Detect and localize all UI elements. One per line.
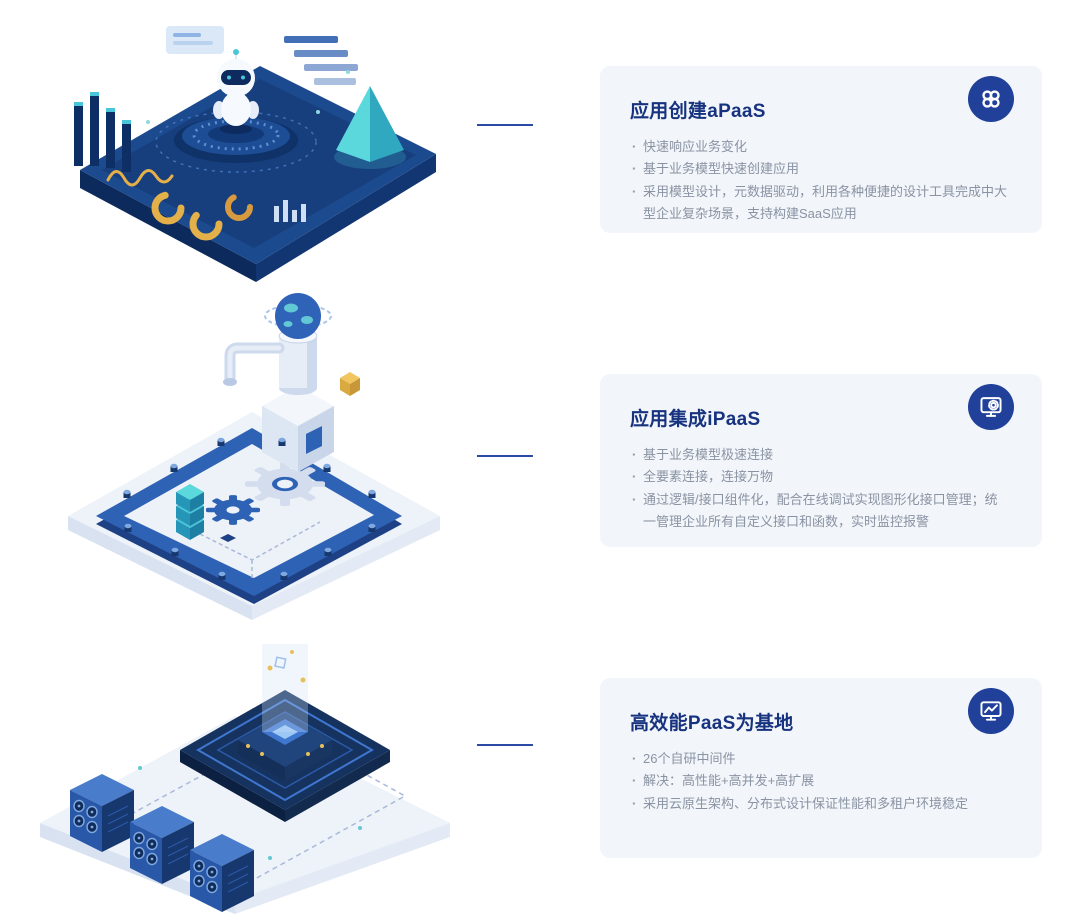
feature-card-apaas: 应用创建aPaaS 快速响应业务变化 基于业务模型快速创建应用 采用模型设计，元… (600, 66, 1042, 233)
bullet-item: 快速响应业务变化 (630, 136, 1008, 159)
bullet-item: 采用云原生架构、分布式设计保证性能和多租户环境稳定 (630, 793, 1008, 816)
pyramid-figure (334, 86, 406, 169)
connector-line-3 (477, 744, 533, 746)
feature-card-paas: 高效能PaaS为基地 26个自研中间件 解决：高性能+高并发+高扩展 采用云原生… (600, 678, 1042, 858)
paas-badge (968, 688, 1014, 734)
bullet-list-ipaas: 基于业务模型极速连接 全要素连接，连接万物 通过逻辑/接口组件化，配合在线调试实… (630, 444, 1008, 533)
bullet-item: 26个自研中间件 (630, 748, 1008, 771)
small-gear (206, 495, 260, 525)
bullet-item: 全要素连接，连接万物 (630, 466, 1008, 489)
connector-line-1 (477, 124, 533, 126)
globe (264, 293, 332, 339)
apaas-illustration-robot-dashboard (74, 26, 436, 282)
card-title-paas: 高效能PaaS为基地 (630, 713, 794, 734)
bullet-item: 基于业务模型快速创建应用 (630, 158, 1008, 181)
large-gear (245, 462, 325, 506)
robot-figure (213, 49, 259, 134)
quad-circles-icon (982, 90, 1000, 108)
monitor-chart-icon (980, 701, 1002, 721)
bullet-item: 通过逻辑/接口组件化，配合在线调试实现图形化接口管理；统一管理企业所有自定义接口… (630, 489, 1008, 534)
connector-line-2 (477, 455, 533, 457)
apaas-badge (968, 76, 1014, 122)
card-title-apaas: 应用创建aPaaS (630, 101, 766, 122)
screen-gear-icon (980, 397, 1002, 417)
bullet-list-apaas: 快速响应业务变化 基于业务模型快速创建应用 采用模型设计，元数据驱动，利用各种便… (630, 136, 1008, 225)
bullet-item: 基于业务模型极速连接 (630, 444, 1008, 467)
paas-illustration-server-platform (40, 644, 450, 914)
bullet-item: 采用模型设计，元数据驱动，利用各种便捷的设计工具完成中大型企业复杂场景，支持构建… (630, 181, 1008, 226)
cpu-platform (180, 644, 390, 822)
ipaas-illustration-gears-platform (68, 293, 440, 620)
bullet-list-paas: 26个自研中间件 解决：高性能+高并发+高扩展 采用云原生架构、分布式设计保证性… (630, 748, 1008, 815)
machine-block (262, 386, 334, 472)
rim-bolts (123, 437, 376, 580)
ipaas-badge (968, 384, 1014, 430)
gold-cube (340, 372, 360, 396)
bullet-item: 解决：高性能+高并发+高扩展 (630, 770, 1008, 793)
feature-card-ipaas: 应用集成iPaaS 基于业务模型极速连接 全要素连接，连接万物 通过逻辑/接口组… (600, 374, 1042, 547)
stacked-cubes (176, 484, 204, 540)
card-title-ipaas: 应用集成iPaaS (630, 409, 761, 430)
